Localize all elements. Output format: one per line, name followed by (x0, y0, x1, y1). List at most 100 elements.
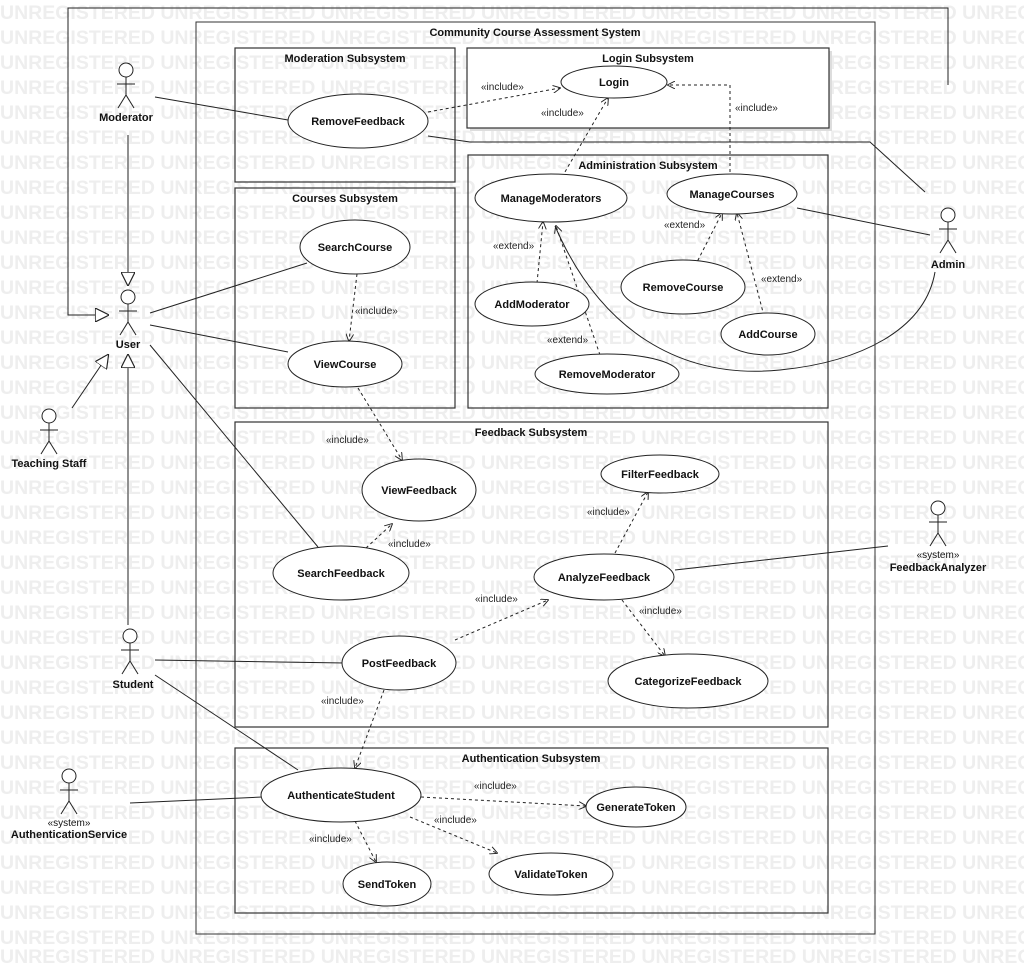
use-case-label: Login (599, 77, 629, 89)
extend-label: «extend» (664, 220, 706, 231)
use-case-label: GenerateToken (596, 802, 676, 814)
use-case-generatetoken[interactable]: GenerateToken (585, 786, 687, 828)
relation-labels: «include» «include» «include» «extend» «… (309, 82, 803, 845)
include-label: «include» (355, 306, 398, 317)
actor-user[interactable]: User (116, 289, 141, 351)
association-user-viewcourse (149, 324, 289, 353)
stick-figure-icon (60, 768, 78, 815)
package-title: Feedback Subsystem (475, 427, 588, 439)
actor-teaching-staff[interactable]: Teaching Staff (12, 408, 87, 470)
actor-admin[interactable]: Admin (931, 207, 966, 271)
include-analyzefeedback-filterfeedback (614, 492, 648, 554)
package-title: Courses Subsystem (292, 193, 398, 205)
include-removefeedback-login (427, 88, 560, 113)
actor-student[interactable]: Student (113, 628, 154, 691)
use-case-analyzefeedback[interactable]: AnalyzeFeedback (533, 553, 675, 601)
use-case-label: RemoveModerator (559, 369, 656, 381)
extend-label: «extend» (547, 335, 589, 346)
include-authenticatestudent-sendtoken (354, 820, 376, 862)
use-case-validatetoken[interactable]: ValidateToken (488, 852, 614, 896)
use-case-addcourse[interactable]: AddCourse (720, 312, 816, 356)
actor-authentication-service[interactable]: «system» AuthenticationService (11, 768, 127, 841)
actor-stereotype: «system» (48, 818, 91, 829)
generalization-admin-user (67, 7, 949, 315)
use-case-removemoderator[interactable]: RemoveModerator (534, 353, 680, 395)
use-case-viewcourse[interactable]: ViewCourse (287, 340, 403, 388)
use-case-label: CategorizeFeedback (635, 676, 743, 688)
association-user-searchcourse (149, 262, 308, 314)
include-label: «include» (481, 82, 524, 93)
include-label: «include» (735, 103, 778, 114)
generalization-teachingstaff-user (71, 355, 108, 409)
actor-label: Moderator (99, 112, 154, 124)
include-authenticatestudent-generatetoken (420, 796, 586, 806)
stick-figure-icon (121, 628, 139, 675)
actor-label: User (116, 339, 141, 351)
use-case-viewfeedback[interactable]: ViewFeedback (361, 458, 477, 522)
package-title: Administration Subsystem (578, 160, 718, 172)
association-analyzefeedback-feedbackanalyzer (674, 545, 889, 571)
stick-figure-icon (40, 408, 58, 455)
actor-label: Admin (931, 259, 966, 271)
include-postfeedback-analyzefeedback (454, 600, 548, 641)
stick-figure-icon (117, 62, 135, 109)
use-case-label: AddModerator (494, 299, 570, 311)
stick-figure-icon (939, 207, 957, 254)
include-managecourses-login (668, 85, 731, 178)
use-case-filterfeedback[interactable]: FilterFeedback (600, 454, 720, 494)
use-case-label: AnalyzeFeedback (558, 572, 651, 584)
actor-feedback-analyzer[interactable]: «system» FeedbackAnalyzer (890, 500, 987, 574)
use-case-label: RemoveFeedback (311, 116, 405, 128)
package-administration: Administration Subsystem (467, 154, 829, 409)
use-case-categorizefeedback[interactable]: CategorizeFeedback (607, 653, 769, 709)
package-authentication: Authentication Subsystem (234, 747, 829, 914)
use-case-sendtoken[interactable]: SendToken (342, 861, 432, 907)
include-label: «include» (541, 108, 584, 119)
use-case-authenticatestudent[interactable]: AuthenticateStudent (260, 767, 422, 823)
use-case-searchcourse[interactable]: SearchCourse (299, 219, 411, 275)
actor-stereotype: «system» (917, 550, 960, 561)
association-admin-managemoderators (554, 225, 936, 372)
include-label: «include» (326, 435, 369, 446)
stick-figure-icon (929, 500, 947, 547)
actor-label: FeedbackAnalyzer (890, 562, 987, 574)
association-student-postfeedback (154, 659, 346, 664)
use-case-login[interactable]: Login (560, 65, 668, 99)
extend-addmoderator-managemoderators (536, 222, 543, 284)
include-label: «include» (475, 594, 518, 605)
include-authenticatestudent-validatetoken (409, 816, 497, 853)
use-case-searchfeedback[interactable]: SearchFeedback (272, 545, 410, 601)
include-searchcourse-viewcourse (349, 273, 358, 341)
include-label: «include» (474, 781, 517, 792)
use-case-label: ManageModerators (501, 193, 602, 205)
stick-figure-icon (119, 289, 137, 336)
use-case-label: SendToken (358, 879, 417, 891)
associations (129, 96, 936, 804)
actor-label: AuthenticationService (11, 829, 127, 841)
use-case-managemoderators[interactable]: ManageModerators (474, 173, 628, 223)
association-authservice-authenticatestudent (129, 796, 263, 804)
use-case-addmoderator[interactable]: AddModerator (474, 281, 590, 327)
extend-label: «extend» (493, 241, 535, 252)
system-title: Community Course Assessment System (429, 27, 640, 39)
use-case-removefeedback[interactable]: RemoveFeedback (287, 93, 429, 149)
include-label: «include» (434, 815, 477, 826)
use-case-removecourse[interactable]: RemoveCourse (620, 259, 746, 315)
actor-label: Teaching Staff (12, 458, 87, 470)
use-case-label: ViewCourse (314, 359, 377, 371)
include-label: «include» (388, 539, 431, 550)
include-label: «include» (639, 606, 682, 617)
association-moderator-removefeedback (154, 96, 289, 121)
use-case-label: SearchCourse (318, 242, 393, 254)
package-title: Authentication Subsystem (462, 753, 601, 765)
package-feedback: Feedback Subsystem (234, 421, 829, 728)
package-moderation: Moderation Subsystem (234, 47, 456, 183)
use-case-managecourses[interactable]: ManageCourses (666, 173, 798, 215)
generalizations (67, 7, 949, 625)
use-case-postfeedback[interactable]: PostFeedback (341, 635, 457, 691)
use-case-label: RemoveCourse (643, 282, 724, 294)
package-courses: Courses Subsystem (234, 187, 456, 409)
actor-moderator[interactable]: Moderator (99, 62, 154, 124)
use-case-label: AuthenticateStudent (287, 790, 395, 802)
